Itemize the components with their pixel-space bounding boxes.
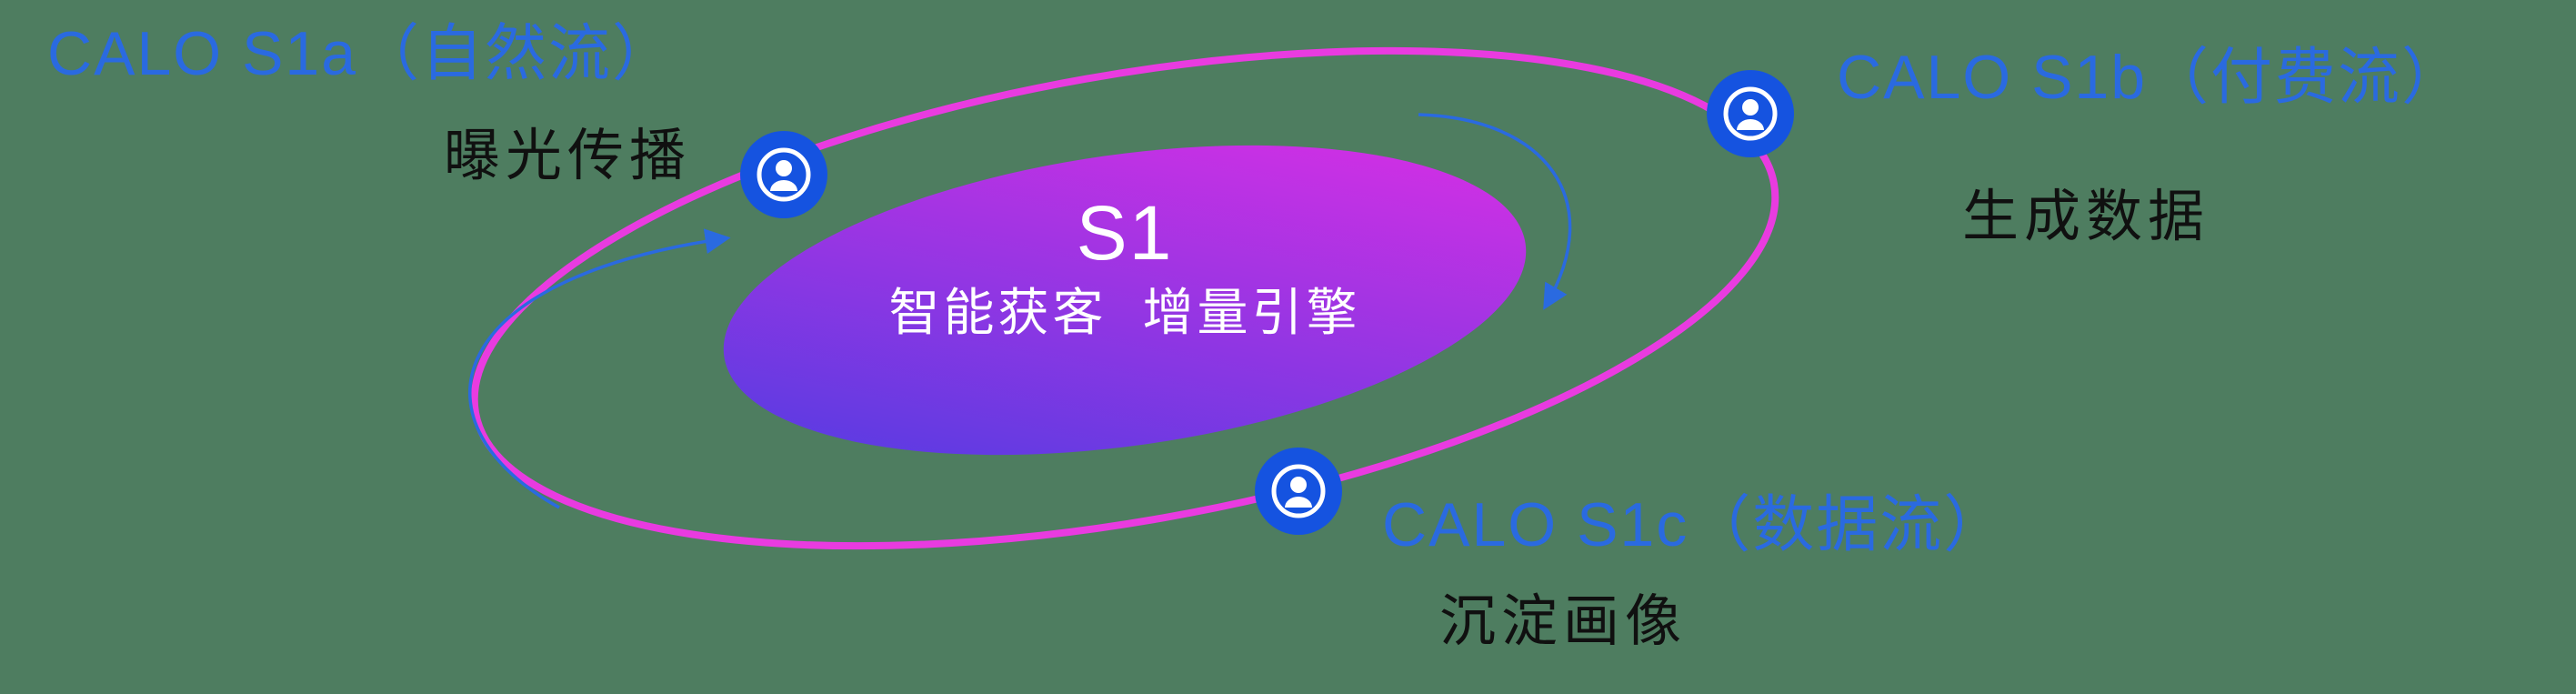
flow-arrow-right [1418, 113, 1572, 310]
user-icon [1255, 448, 1342, 535]
label-s1b-title: CALO S1b（付费流） [1837, 43, 2466, 112]
core-label: S1 智能获客 增量引擎 [852, 195, 1398, 338]
label-s1c-title: CALO S1c（数据流） [1382, 490, 2008, 559]
orbit-ring [470, 46, 1779, 550]
label-s1b-subtitle: 生成数据 [1962, 186, 2210, 248]
label-s1a-title: CALO S1a（自然流） [47, 19, 677, 88]
label-s1c-subtitle: 沉淀画像 [1439, 590, 1688, 653]
flow-arrow-left [468, 228, 731, 509]
user-icon [1707, 70, 1794, 157]
core-subtitle: 智能获客 增量引擎 [888, 284, 1361, 341]
core-gradient-ellipse [723, 145, 1527, 456]
core-title: S1 [1076, 190, 1174, 276]
user-icon [740, 131, 827, 218]
label-s1a-subtitle: 曝光传播 [444, 125, 692, 187]
